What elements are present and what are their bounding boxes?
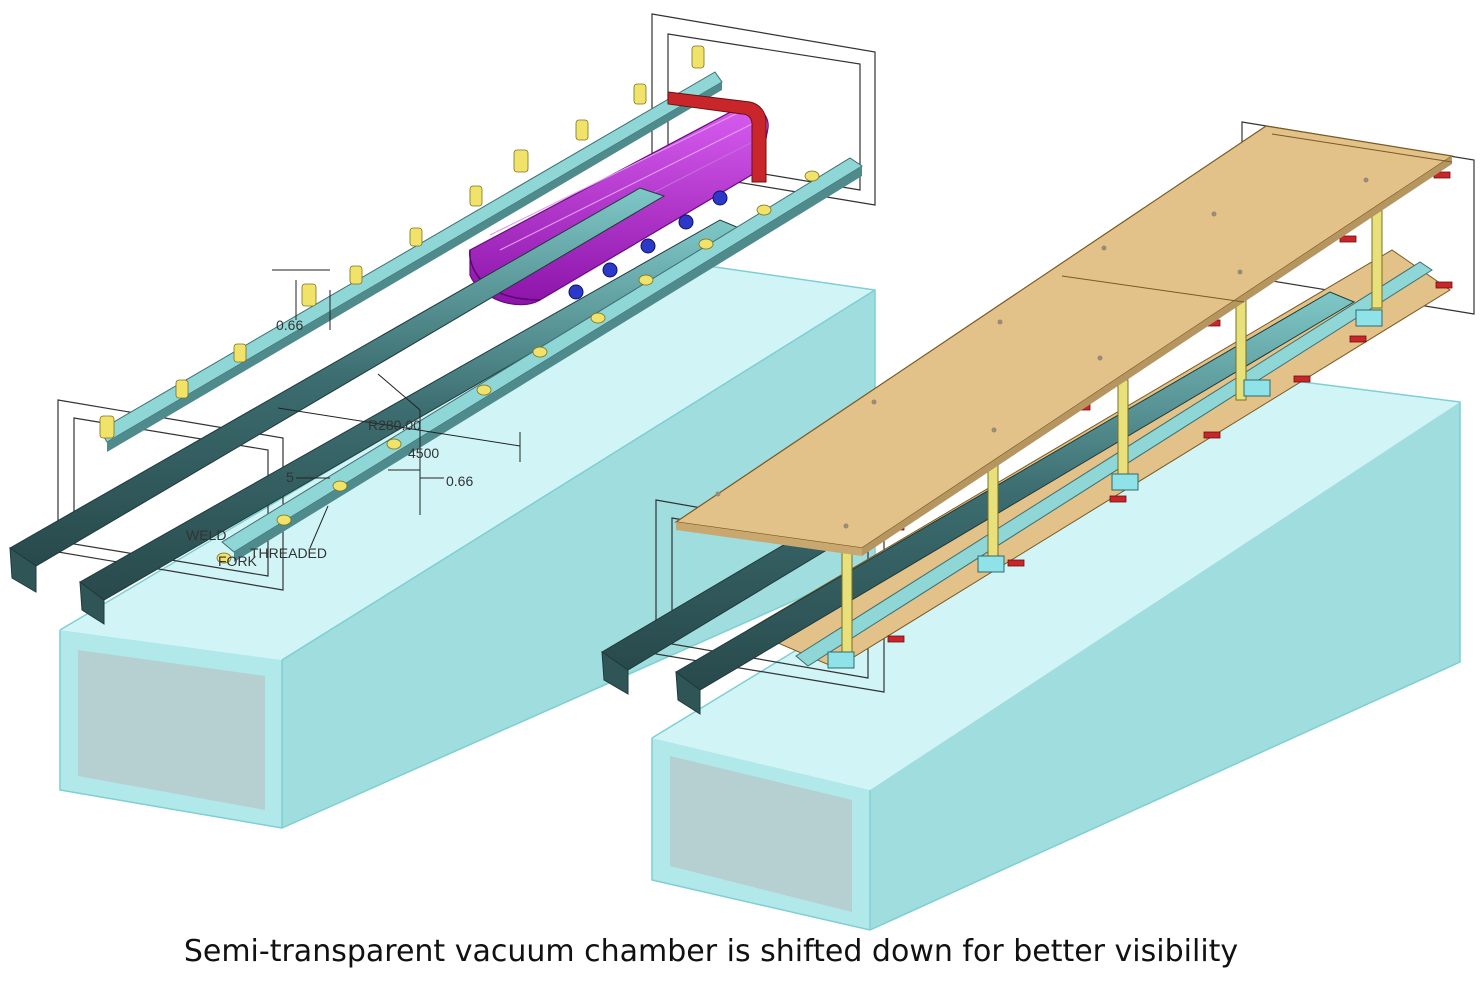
dimension-labels: 0.66 R280.00 4500 0.66 5 THREADED FORK W… (186, 317, 473, 569)
label-weld: WELD (186, 527, 226, 543)
figure-caption: Semi-transparent vacuum chamber is shift… (183, 934, 1239, 969)
right-top-plate-screws (715, 177, 1369, 529)
dim-label-5: 5 (286, 469, 294, 485)
left-red-clamp (667, 91, 767, 183)
right-cyan-blocks (827, 309, 1383, 669)
left-vacuum-chamber (59, 261, 876, 829)
dimension-lines (272, 269, 521, 549)
label-fork: FORK (218, 553, 258, 569)
dim-label-066-right: 0.66 (446, 473, 473, 489)
right-top-plate (674, 125, 1454, 556)
dim-label-radius: R280.00 (368, 417, 421, 433)
label-threaded: THREADED (250, 545, 327, 561)
dim-label-4500: 4500 (408, 445, 439, 461)
left-lower-bolts (216, 170, 820, 564)
right-vacuum-chamber (651, 374, 1461, 931)
dim-label-066-top: 0.66 (276, 317, 303, 333)
left-upper-rail-bolts (99, 45, 705, 439)
left-bearings (568, 190, 728, 300)
